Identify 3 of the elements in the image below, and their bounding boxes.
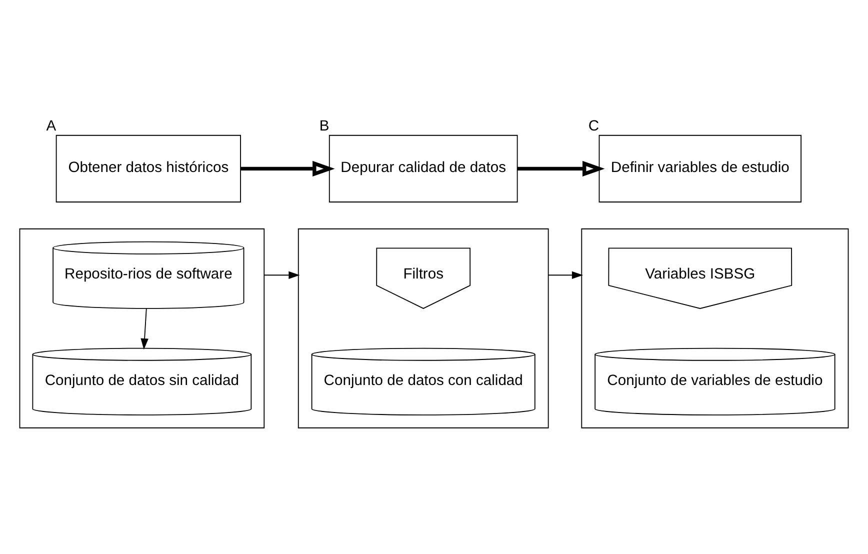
node-label: A [46,118,56,135]
node-label: C [588,118,600,135]
node-label: B [319,118,330,135]
